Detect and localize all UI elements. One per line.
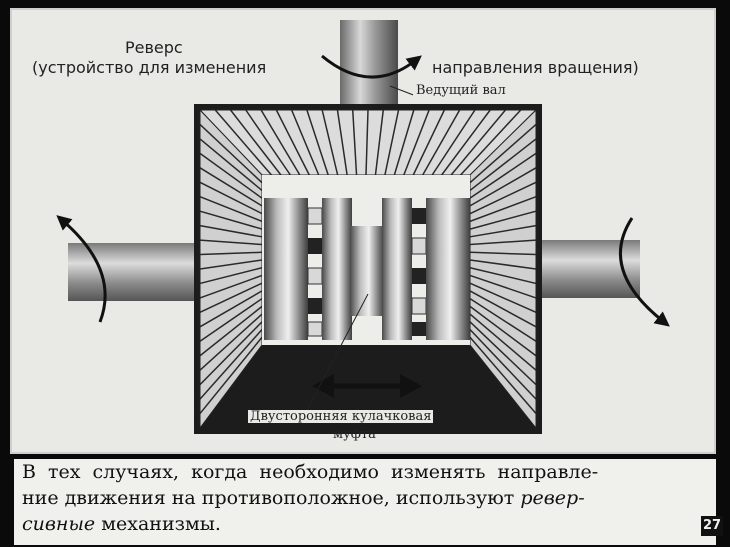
caption-line-1: В тех случаях, когда необходимо изменять… bbox=[22, 461, 599, 483]
reverse-mechanism-diagram bbox=[56, 20, 670, 434]
left-bevel-gear bbox=[199, 108, 263, 430]
rotation-arrow-right bbox=[618, 217, 670, 327]
label-clutch-line1: Двусторонняя кулачковая bbox=[248, 409, 434, 424]
double-arrow-icon bbox=[312, 374, 422, 398]
caption-line-2-text: ние движения на противоположное, использ… bbox=[22, 487, 515, 509]
driving-shaft bbox=[340, 20, 398, 112]
right-shaft bbox=[540, 240, 640, 298]
caption: В тех случаях, когда необходимо изменять… bbox=[14, 459, 716, 545]
caption-line-2-italic: ревер- bbox=[520, 487, 585, 509]
top-bevel-gear bbox=[198, 109, 538, 176]
rotation-arrow-top bbox=[321, 54, 422, 79]
diagram-title: Реверс bbox=[125, 38, 183, 57]
label-driving-shaft: Ведущий вал bbox=[413, 84, 509, 97]
left-shaft bbox=[68, 243, 194, 301]
leader-driving-shaft bbox=[389, 85, 417, 97]
caption-line-3-text: механизмы. bbox=[101, 513, 221, 535]
leader-clutch bbox=[305, 293, 369, 413]
caption-line-3: сивные механизмы. bbox=[22, 515, 221, 534]
rotation-arrow-left bbox=[56, 215, 107, 323]
caption-line-3-italic: сивные bbox=[22, 513, 96, 535]
diagram-subtitle-right: направления вращения) bbox=[432, 58, 639, 77]
page-number: 27 bbox=[701, 516, 723, 536]
right-bevel-gear bbox=[469, 108, 537, 430]
dog-clutch bbox=[264, 198, 470, 340]
diagram-subtitle-left: (устройство для изменения bbox=[32, 58, 267, 77]
label-clutch-line2: муфта bbox=[333, 427, 376, 442]
caption-line-2: ние движения на противоположное, использ… bbox=[22, 489, 585, 508]
